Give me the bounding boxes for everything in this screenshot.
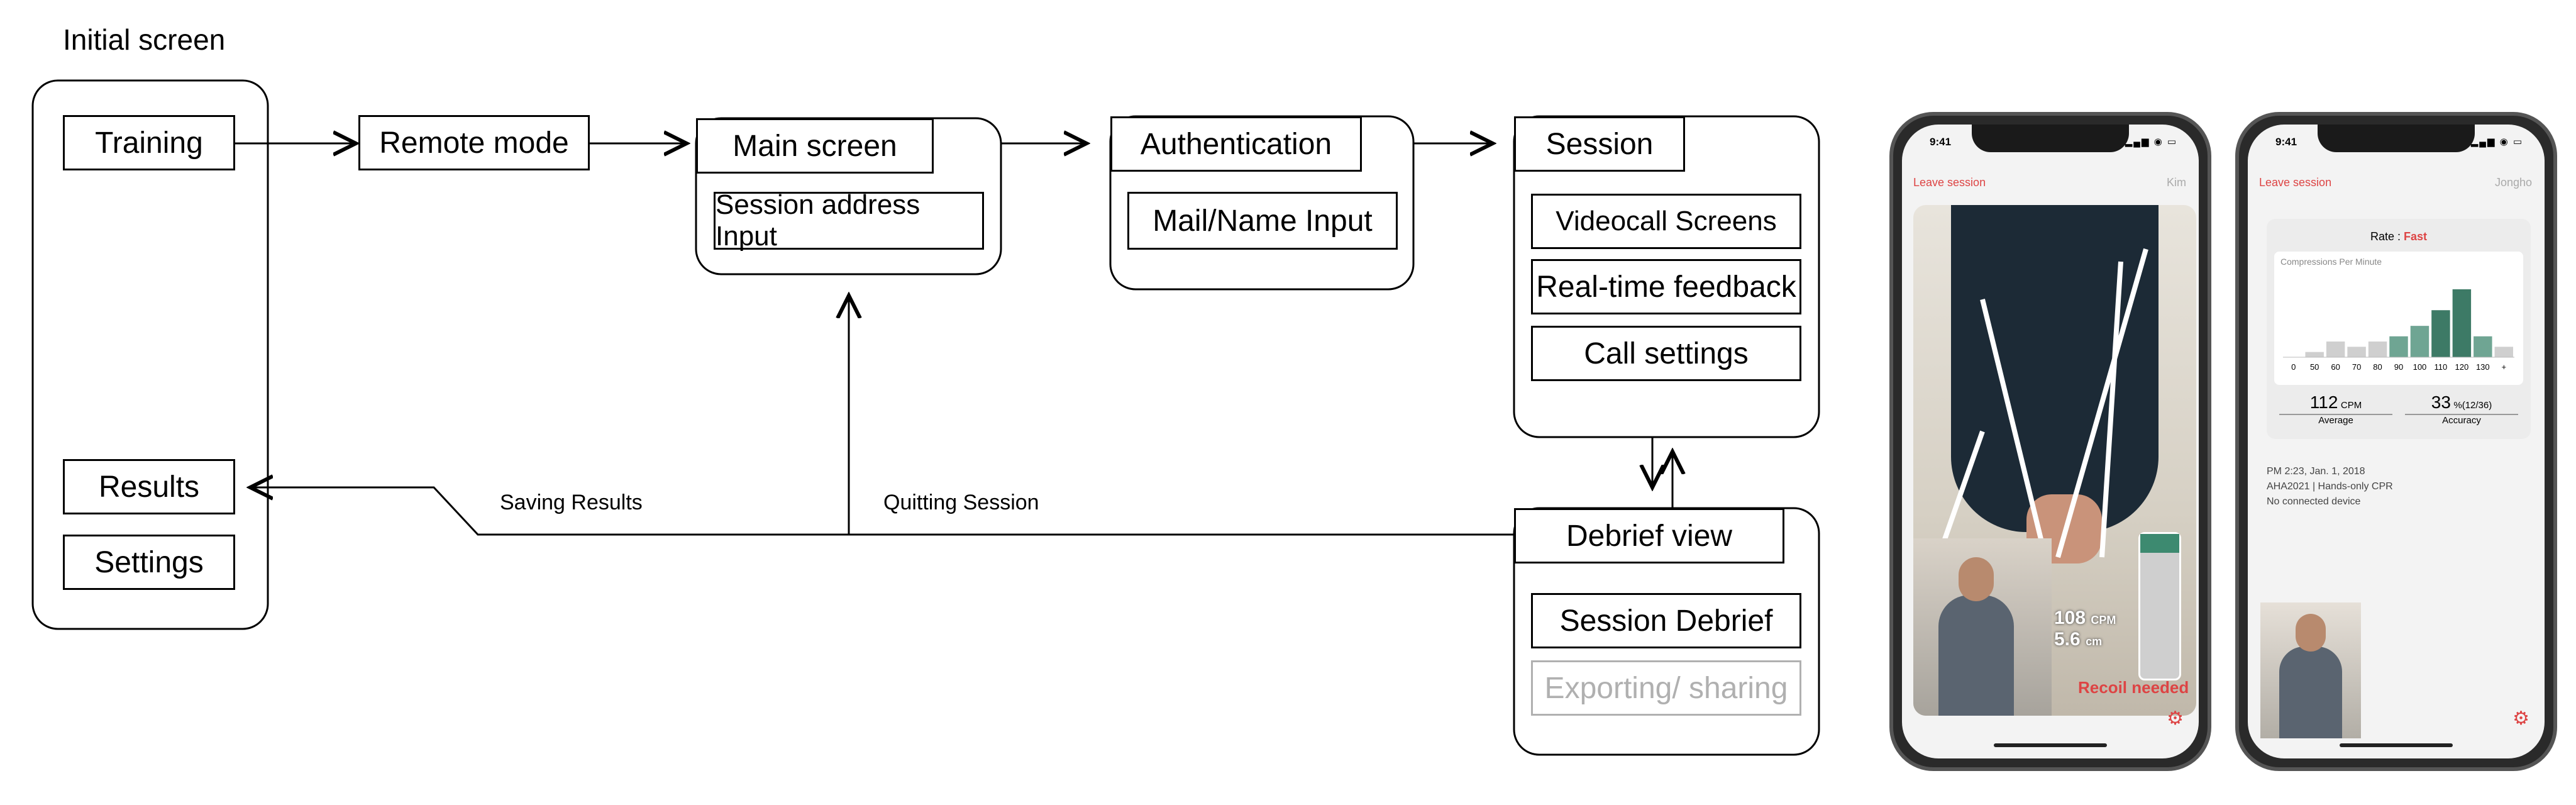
settings-gear-icon[interactable]: ⚙ [2167, 708, 2184, 729]
histogram-title: Compressions Per Minute [2280, 257, 2382, 267]
instructor-figure [1951, 205, 2159, 532]
mail-name-input-box: Mail/Name Input [1127, 192, 1398, 250]
status-icons: ▂▄▆ ◉ ▭ [2125, 136, 2177, 147]
histogram-bar [2410, 326, 2430, 357]
cpm-unit: CPM [2091, 614, 2116, 626]
exporting-sharing-box: Exporting/ sharing [1531, 660, 1801, 716]
accuracy-unit: %(12/36) [2453, 400, 2492, 411]
histogram-tick-label: 100 [2413, 362, 2427, 372]
histogram-tick-label: 50 [2310, 362, 2319, 372]
histogram-tick-label: + [2501, 362, 2506, 372]
session-device: No connected device [2267, 496, 2361, 507]
histogram-tick-label: 0 [2291, 362, 2296, 372]
depth-gauge-fill [2140, 534, 2179, 553]
histogram-tick-label: 120 [2455, 362, 2469, 372]
phone-notch [1972, 125, 2129, 152]
feedback-message: Recoil needed [2078, 678, 2189, 697]
histogram-bar [2368, 341, 2387, 357]
phone-session-live: 9:41 ▂▄▆ ◉ ▭ Leave session Kim 108 CPM 5… [1889, 112, 2211, 771]
histogram-tick-label: 70 [2352, 362, 2361, 372]
local-video-preview [1913, 538, 2052, 716]
results-card: Rate : Fast Compressions Per Minute 0 50 6… [2267, 219, 2531, 439]
home-indicator [2340, 743, 2453, 747]
status-time: 9:41 [1930, 136, 1952, 148]
videocall-screens-box: Videocall Screens [1531, 194, 1801, 249]
diagram-title: Initial screen [63, 23, 226, 56]
training-box: Training [63, 115, 235, 170]
average-value: 112 [2309, 392, 2338, 412]
phone-notch [2318, 125, 2475, 152]
phone-screen: 9:41 ▂▄▆ ◉ ▭ Leave session Jongho Rate :… [2248, 125, 2545, 758]
depth-value: 5.6 [2054, 629, 2081, 650]
accuracy-value: 33 [2431, 392, 2451, 412]
session-guideline: AHA2021 | Hands-only CPR [2267, 481, 2393, 492]
accuracy-stat: 33 %(12/36) Accuracy [2405, 392, 2518, 426]
histogram-bar [2452, 289, 2472, 357]
self-head [2296, 614, 2326, 652]
settings-box: Settings [63, 535, 235, 590]
histogram-bar [2494, 347, 2513, 357]
remote-video-feed: 108 CPM 5.6 cm [1913, 205, 2196, 716]
session-box: Session [1514, 116, 1685, 172]
status-icons: ▂▄▆ ◉ ▭ [2470, 136, 2523, 147]
histogram-tick-label: 130 [2476, 362, 2490, 372]
average-unit: CPM [2340, 400, 2362, 411]
home-indicator [1994, 743, 2107, 747]
realtime-feedback-box: Real-time feedback [1531, 259, 1801, 314]
histogram-bar [2326, 341, 2345, 357]
session-debrief-box: Session Debrief [1531, 593, 1801, 648]
settings-gear-icon[interactable]: ⚙ [2512, 708, 2529, 729]
histogram-bar [2474, 336, 2492, 357]
rate-label-text: Rate : [2370, 230, 2401, 243]
histogram-panel: Compressions Per Minute 0 50 60 70 80 90 100 11… [2274, 252, 2523, 385]
self-figure [1938, 595, 2014, 716]
histogram-bar [2305, 352, 2324, 357]
participant-name: Kim [2167, 176, 2186, 189]
histogram-bar [2347, 347, 2366, 357]
session-datetime: PM 2:23, Jan. 1, 2018 [2267, 466, 2365, 477]
average-stat: 112 CPM Average [2279, 392, 2392, 426]
cpr-readout: 108 CPM 5.6 cm [2054, 608, 2116, 650]
authentication-box: Authentication [1110, 116, 1362, 172]
leave-session-link[interactable]: Leave session [1913, 176, 1986, 189]
histogram-bar [2431, 310, 2450, 357]
status-time: 9:41 [2275, 136, 2297, 148]
accuracy-label: Accuracy [2405, 414, 2518, 426]
initial-screen-container [31, 79, 269, 630]
histogram-tick-label: 60 [2331, 362, 2340, 372]
remote-mode-box: Remote mode [358, 115, 590, 170]
debrief-view-box: Debrief view [1514, 508, 1784, 564]
saving-results-label: Saving Results [500, 491, 643, 514]
local-video-thumbnail [2260, 602, 2361, 738]
histogram-chart: 0 50 60 70 80 90 100 110 120 130 + [2283, 289, 2514, 372]
histogram-tick-label: 90 [2394, 362, 2403, 372]
results-box: Results [63, 459, 235, 514]
depth-gauge [2138, 532, 2181, 680]
rate-value: Fast [2404, 230, 2428, 243]
session-address-input-box: Session address Input [714, 189, 984, 252]
phone-session-results: 9:41 ▂▄▆ ◉ ▭ Leave session Jongho Rate :… [2235, 112, 2557, 771]
histogram-tick-label: 80 [2373, 362, 2382, 372]
session-info: PM 2:23, Jan. 1, 2018 AHA2021 | Hands-on… [2267, 464, 2393, 509]
cpm-value: 108 [2054, 608, 2086, 628]
self-head [1959, 557, 1994, 601]
depth-unit: cm [2086, 635, 2103, 648]
participant-name: Jongho [2494, 176, 2532, 189]
leave-session-link[interactable]: Leave session [2259, 176, 2332, 189]
quitting-session-label: Quitting Session [883, 491, 1039, 514]
rate-label: Rate : Fast [2267, 230, 2531, 243]
phone-screen: 9:41 ▂▄▆ ◉ ▭ Leave session Kim 108 CPM 5… [1902, 125, 2199, 758]
self-figure [2279, 647, 2342, 738]
call-settings-box: Call settings [1531, 326, 1801, 381]
histogram-bar [2389, 336, 2408, 357]
histogram-tick-label: 110 [2435, 362, 2448, 372]
posture-guide-lines [1936, 248, 2148, 558]
main-screen-box: Main screen [696, 118, 934, 174]
arrow-debrief-results [250, 487, 1514, 536]
average-label: Average [2279, 414, 2392, 426]
